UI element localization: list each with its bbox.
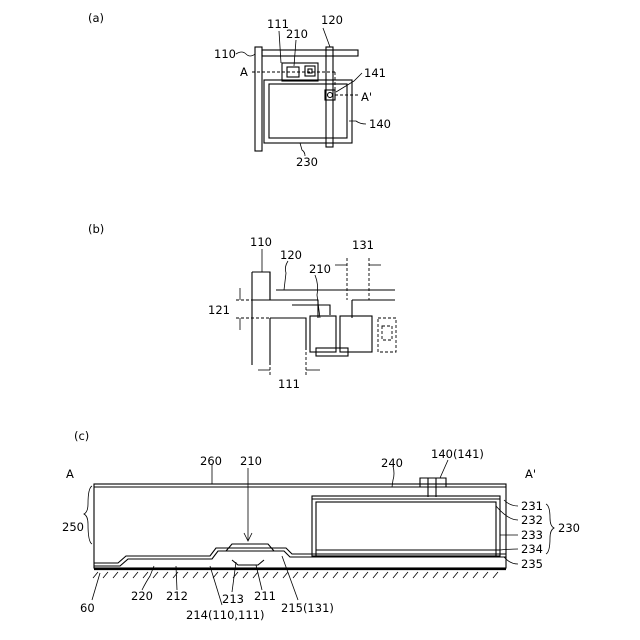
leader-60 <box>92 573 100 600</box>
gate-line-110 <box>255 47 262 151</box>
block-230-outer <box>312 496 500 556</box>
panel-c: (c) <box>62 429 580 622</box>
contact-141-hole <box>328 93 333 98</box>
leader-210 <box>294 40 296 66</box>
label-210: 210 <box>286 27 308 41</box>
label-211: 211 <box>254 589 276 603</box>
layer-260 <box>94 484 506 568</box>
label-234: 234 <box>521 542 543 556</box>
panel-b-caption: (b) <box>88 222 104 236</box>
label-141: 141 <box>364 66 386 80</box>
label-213: 213 <box>222 592 244 606</box>
leader-120 <box>323 28 330 47</box>
label-233: 233 <box>521 528 543 542</box>
label-210-c: 210 <box>240 454 262 468</box>
tft-gate-211 <box>232 560 264 565</box>
label-120: 120 <box>321 13 343 27</box>
label-230: 230 <box>296 155 318 169</box>
label-250: 250 <box>62 520 84 534</box>
label-210-b: 210 <box>309 262 331 276</box>
label-a: A <box>240 65 248 79</box>
panel-a: (a) 111 120 210 110 A 141 <box>88 11 391 169</box>
label-235: 235 <box>521 557 543 571</box>
transistor-210-right <box>340 316 372 352</box>
gate-line-110-branch <box>270 272 318 318</box>
leader-141 <box>336 73 362 92</box>
block-230-inner <box>316 502 496 556</box>
substrate-hatching <box>93 572 498 578</box>
label-110: 110 <box>214 47 236 61</box>
label-a-c: A <box>66 467 74 481</box>
label-110-b: 110 <box>250 235 272 249</box>
label-260: 260 <box>200 454 222 468</box>
label-60: 60 <box>80 601 95 615</box>
panel-c-caption: (c) <box>74 429 89 443</box>
dashed-contact <box>378 318 396 352</box>
panel-a-caption: (a) <box>88 11 104 25</box>
label-220: 220 <box>131 589 153 603</box>
contact-square <box>305 66 315 76</box>
label-240: 240 <box>381 456 403 470</box>
leader-215 <box>282 556 298 600</box>
label-120-b: 120 <box>280 248 302 262</box>
leader-234 <box>500 549 518 550</box>
leader-120-b <box>284 261 288 290</box>
horizontal-line <box>262 50 358 56</box>
gate-electrode-111 <box>270 318 306 350</box>
brace-230 <box>546 504 554 554</box>
layer-212 <box>94 551 506 566</box>
leader-214 <box>210 566 222 605</box>
dashed-contact-inner <box>382 326 392 340</box>
label-140-c: 140(141) <box>431 447 484 461</box>
label-215: 215(131) <box>281 601 334 615</box>
leader-111 <box>279 31 281 63</box>
brace-250 <box>84 486 92 544</box>
leader-110 <box>236 52 255 56</box>
label-121-b: 121 <box>208 303 230 317</box>
label-230-c: 230 <box>558 521 580 535</box>
gate-line-110-top <box>252 272 270 300</box>
pixel-electrode-230-outer <box>264 80 352 143</box>
panel-b: (b) 110 <box>88 222 396 391</box>
label-140: 140 <box>369 117 391 131</box>
contact-140 <box>420 478 446 487</box>
label-232: 232 <box>521 513 543 527</box>
transistor-210-left <box>310 316 336 352</box>
label-212: 212 <box>166 589 188 603</box>
label-231: 231 <box>521 499 543 513</box>
data-line-120-bottom <box>292 305 330 315</box>
label-111-b: 111 <box>278 377 300 391</box>
label-a-prime-c: A' <box>525 467 536 481</box>
label-131-b: 131 <box>352 238 374 252</box>
leader-232 <box>496 506 518 520</box>
leader-213 <box>232 562 236 592</box>
leader-140-c <box>440 460 448 478</box>
label-214: 214(110,111) <box>186 608 264 622</box>
label-a-prime: A' <box>361 90 372 104</box>
